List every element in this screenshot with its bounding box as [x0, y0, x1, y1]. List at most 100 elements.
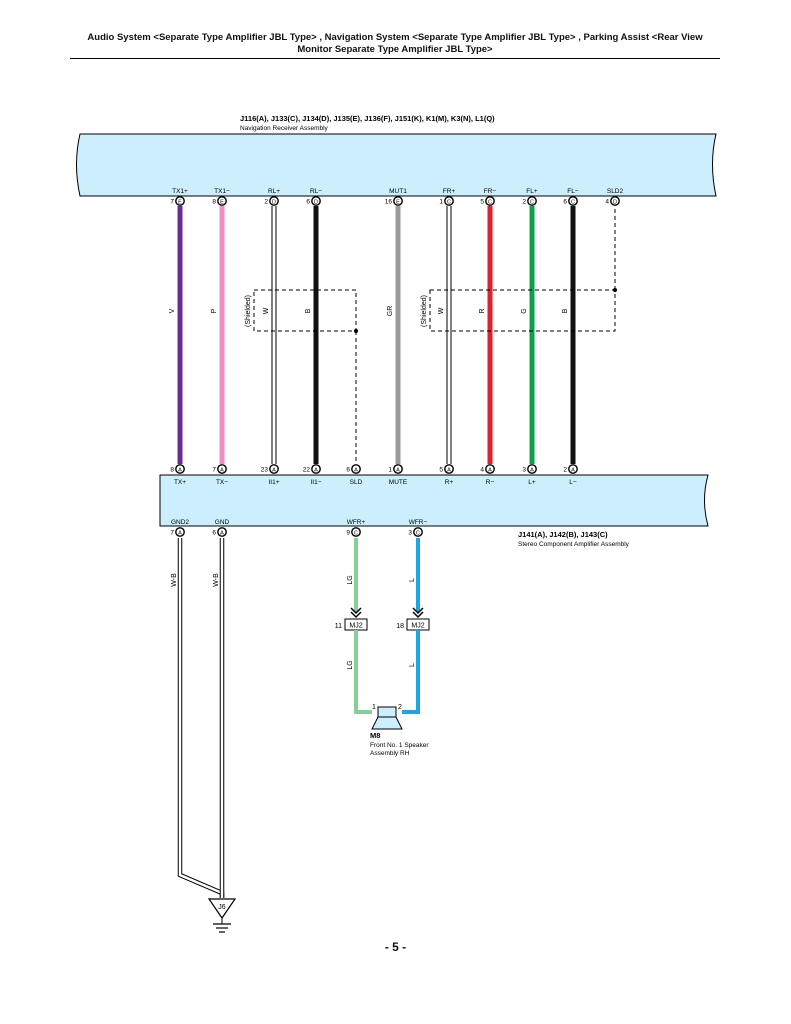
nav-pin-terminal: [393, 196, 403, 206]
amp-top-pin-connector: A: [396, 467, 400, 473]
header-title-line1: Audio System <Separate Type Amplifier JB…: [87, 32, 703, 43]
wire-color-code: P: [211, 308, 218, 313]
amp-top-pin-terminal: [444, 464, 454, 474]
nav-pin-connector: C: [447, 199, 451, 205]
nav-receiver-panel: [76, 133, 717, 197]
shield-box-front: [429, 289, 616, 332]
mj2-pin-left: 11: [335, 623, 342, 630]
amp-top-pin-number: 5: [439, 467, 443, 474]
speaker-m8: 1 2 M8 Front No. 1 Speaker Assembly RH: [370, 704, 429, 757]
nav-pin-terminal: [485, 196, 495, 206]
header-title-line2: Monitor Separate Type Amplifier JBL Type…: [297, 44, 493, 55]
shield-box-rear: [253, 289, 357, 332]
amp-top-pin-connector: A: [571, 467, 575, 473]
amp-top-pin-label: SLD: [350, 479, 363, 486]
nav-pin-terminal: [217, 196, 227, 206]
nav-pin-connector: C: [571, 199, 575, 205]
gnd2-wire-color: W-B: [171, 573, 178, 587]
amp-top-pin-connector: A: [488, 467, 492, 473]
mj2-label-left: MJ2: [349, 623, 362, 630]
wire-color-code: V: [169, 308, 176, 313]
amplifier-name: Stereo Component Amplifier Assembly: [518, 541, 630, 548]
amp-top-pin-label: TX−: [216, 479, 228, 486]
page-header: Audio System <Separate Type Amplifier JB…: [70, 32, 720, 56]
wfr-minus-upper-color: L: [409, 578, 416, 582]
amp-top-pin-terminal: [269, 464, 279, 474]
wire-color-code: R: [479, 308, 486, 313]
nav-pin-terminal: [175, 196, 185, 206]
shield-junction-dot-rear: [354, 329, 358, 333]
nav-pin-number: 16: [385, 199, 393, 206]
wfr-minus-wire-lower: [402, 630, 420, 714]
wire-color-code: GR: [387, 306, 394, 317]
ground-symbol: J6: [207, 898, 237, 933]
amp-top-pin-number: 8: [170, 467, 174, 474]
amplifier-connectors: J141(A), J142(B), J143(C): [518, 530, 608, 539]
speaker-name-line1: Front No. 1 Speaker: [370, 742, 429, 749]
amp-bottom-pin-number: 7: [170, 530, 174, 537]
speaker-magnet: [377, 706, 397, 718]
amp-bottom-pin-terminal: [351, 527, 361, 537]
amp-bottom-pin-label: GND: [215, 519, 230, 526]
speaker-id: M8: [370, 731, 380, 740]
wire-8: B: [562, 206, 576, 464]
nav-pin-connector: E: [178, 199, 182, 205]
nav-pin-label: TX1+: [172, 188, 188, 195]
ground-triangle-icon: [207, 898, 237, 920]
amp-top-pin-number: 4: [480, 467, 484, 474]
amp-bottom-pin-terminal: [413, 527, 423, 537]
nav-pin-terminal: [610, 196, 620, 206]
speaker-name-line2: Assembly RH: [370, 750, 410, 757]
amp-top-pin-terminal: [485, 464, 495, 474]
nav-pin-number: 4: [605, 199, 609, 206]
wfr-plus-lower-color: LG: [347, 660, 354, 669]
amp-top-pin-number: 6: [346, 467, 350, 474]
wire-7: G: [521, 206, 535, 464]
amp-top-pin-number: 22: [303, 467, 311, 474]
nav-pin-number: 6: [563, 199, 567, 206]
gnd-wire-color: W-B: [213, 573, 220, 587]
mj2-chevron-left-2: [350, 611, 362, 619]
nav-pin-label: FR−: [484, 188, 497, 195]
amp-bottom-pin-terminal: [175, 527, 185, 537]
nav-pin-terminal: [527, 196, 537, 206]
nav-pin-connector: D: [272, 199, 276, 205]
wire-4: GR: [387, 206, 401, 464]
amp-top-pin-connector: A: [272, 467, 276, 473]
nav-pin-label: FL+: [526, 188, 538, 195]
amp-bottom-pin-number: 6: [212, 530, 216, 537]
nav-receiver-block: J116(A), J133(C), J134(D), J135(E), J136…: [76, 114, 717, 206]
nav-pin-number: 5: [480, 199, 484, 206]
nav-pin-terminal: [311, 196, 321, 206]
wire-color-code: B: [305, 308, 312, 313]
mj2-chevron-right-2: [412, 611, 424, 619]
mj2-chevron-right-1: [412, 607, 424, 615]
wire-6: R: [479, 206, 493, 464]
ground-wires: W-B W-B: [171, 538, 225, 898]
amp-bottom-pin-number: 9: [346, 530, 350, 537]
amplifier-panel: [159, 474, 709, 527]
nav-pin-connector: C: [488, 199, 492, 205]
shield-group-front: (Shielded): [421, 206, 617, 332]
gnd2-wire-fill: [178, 538, 224, 898]
wire-2: W: [263, 206, 277, 464]
amp-bottom-pin-connector: A: [178, 530, 182, 536]
speaker-cone-icon: [371, 716, 403, 730]
